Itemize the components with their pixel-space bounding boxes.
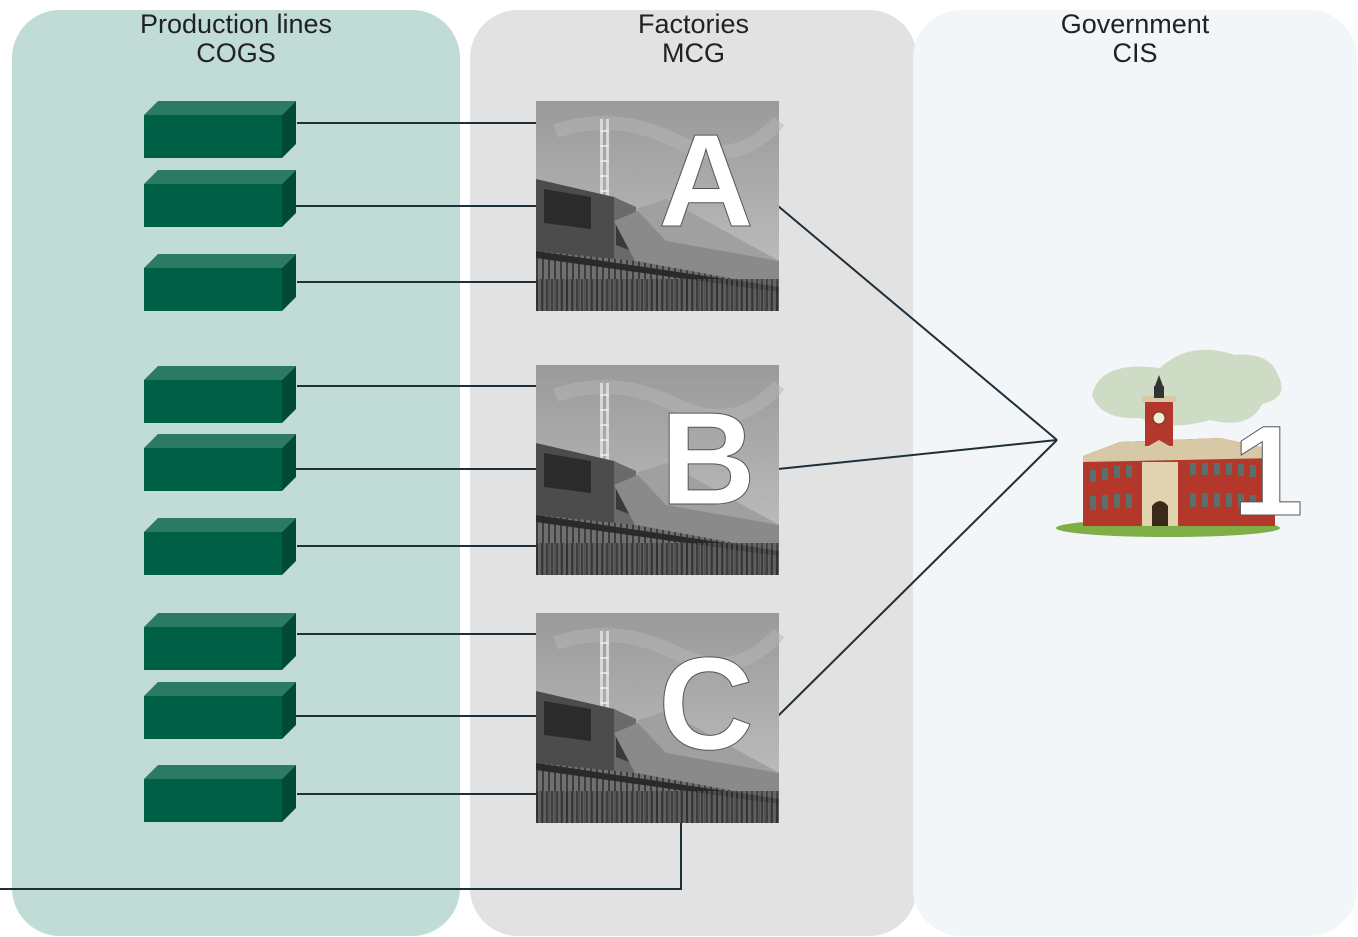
production-line-boxes	[144, 101, 296, 822]
government-title: Government CIS	[913, 10, 1357, 68]
government-subheading: CIS	[1112, 38, 1158, 68]
production-lines-heading: Production lines	[139, 9, 333, 39]
connector-line	[777, 439, 1058, 470]
production-line-box	[144, 101, 296, 158]
production-line-box	[144, 613, 296, 670]
production-line-box	[144, 434, 296, 491]
factories-title: Factories MCG	[470, 10, 917, 68]
production-line-box	[144, 366, 296, 423]
factories-heading: Factories	[637, 9, 750, 39]
cloud-icon	[1092, 349, 1282, 426]
factory-label: B	[660, 385, 755, 532]
factory-a: A	[536, 101, 779, 311]
factory-label: A	[658, 107, 753, 254]
production-line-box	[144, 682, 296, 739]
door-icon	[1152, 501, 1168, 526]
connector-line	[777, 205, 1058, 441]
production-lines-subheading: COGS	[196, 38, 276, 68]
production-line-box	[144, 765, 296, 822]
government-building: 1	[1056, 349, 1304, 544]
factory-b: B	[536, 365, 779, 575]
factory-c: C	[536, 613, 779, 823]
clock-icon	[1152, 411, 1166, 425]
government-heading: Government	[1060, 9, 1210, 39]
window-row-icon	[1090, 463, 1256, 510]
connector-line	[0, 821, 682, 890]
factories-subheading: MCG	[662, 38, 725, 68]
production-lines-title: Production lines COGS	[12, 10, 460, 68]
factory-label: C	[658, 630, 753, 777]
production-line-box	[144, 254, 296, 311]
line-connectors	[0, 122, 1058, 890]
government-label: 1	[1232, 400, 1303, 543]
production-line-box	[144, 170, 296, 227]
production-line-box	[144, 518, 296, 575]
connector-line	[777, 439, 1058, 717]
